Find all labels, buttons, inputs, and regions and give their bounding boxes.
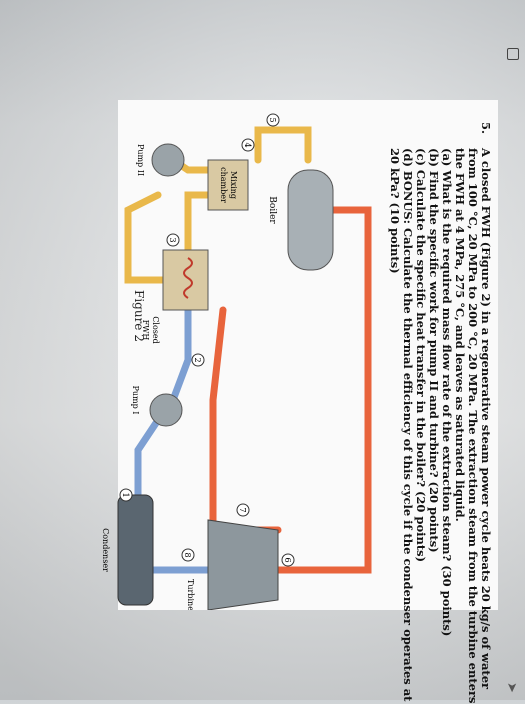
problem-line: from 100 °C, 20 MPa to 200 °C, 20 MPa. T… — [466, 148, 480, 704]
state-2: 2 — [193, 357, 202, 362]
boiler — [287, 169, 334, 271]
condenser-label: Condenser — [101, 528, 110, 572]
problem-statement: 5. A closed FWH (Figure 2) in a regenera… — [388, 122, 493, 704]
condenser — [117, 494, 154, 606]
question-c: (c) Calculate the specific heat transfer… — [414, 148, 428, 563]
closed-fwh — [162, 249, 209, 311]
state-3: 3 — [168, 237, 177, 242]
mixing-label-2: chamber — [219, 167, 228, 203]
turbine — [207, 519, 279, 610]
question-b: (b) Find the specific work for pump II a… — [427, 148, 441, 553]
state-8: 8 — [183, 552, 192, 557]
water-line-pump1-cond — [134, 416, 162, 504]
question-a: (a) What is the required mass flow rate … — [440, 148, 454, 637]
pump1-label: Pump I — [131, 386, 140, 415]
problem-line: the FWH at 4 MPa, 275 °C, and leaves as … — [453, 148, 467, 522]
drain-line-3 — [124, 191, 172, 284]
state-1: 1 — [121, 492, 130, 497]
state-5: 5 — [268, 117, 277, 122]
fwh-coil — [183, 257, 193, 299]
water-line-5 — [254, 126, 282, 164]
figure-caption: Figure 2 — [132, 290, 146, 342]
fwh-label-1: Closed — [151, 316, 160, 343]
problem-line: A closed FWH (Figure 2) in a regenerativ… — [479, 148, 493, 690]
boiler-label: Boiler — [267, 196, 277, 224]
square-icon — [507, 48, 519, 60]
mixing-chamber — [207, 159, 249, 211]
pump-2 — [151, 143, 185, 177]
state-7: 7 — [238, 507, 247, 512]
turbine-label: Turbine — [186, 579, 195, 610]
water-line-boiler-mix — [274, 126, 312, 164]
extraction-line-6 — [209, 306, 227, 544]
state-4: 4 — [243, 142, 252, 147]
fwh-label-2: FWH — [141, 320, 150, 341]
question-d: (d) BONUS: Calculate the thermal efficie… — [401, 148, 415, 702]
pump2-label: Pump II — [136, 144, 145, 176]
question-d-cont: 20 kPa? (10 points) — [388, 148, 402, 274]
pump-1 — [149, 393, 183, 427]
water-line-fwh-pump1 — [169, 306, 192, 404]
problem-number: 5. — [479, 122, 493, 135]
mixing-label-1: Mixing — [229, 171, 238, 199]
rotated-page: 5. A closed FWH (Figure 2) in a regenera… — [101, 100, 498, 704]
cycle-diagram: Boiler Mixing chamber Pump II Closed FWH… — [101, 113, 372, 610]
state-6: 6 — [283, 557, 292, 562]
cursor-icon: ➤ — [504, 682, 520, 693]
